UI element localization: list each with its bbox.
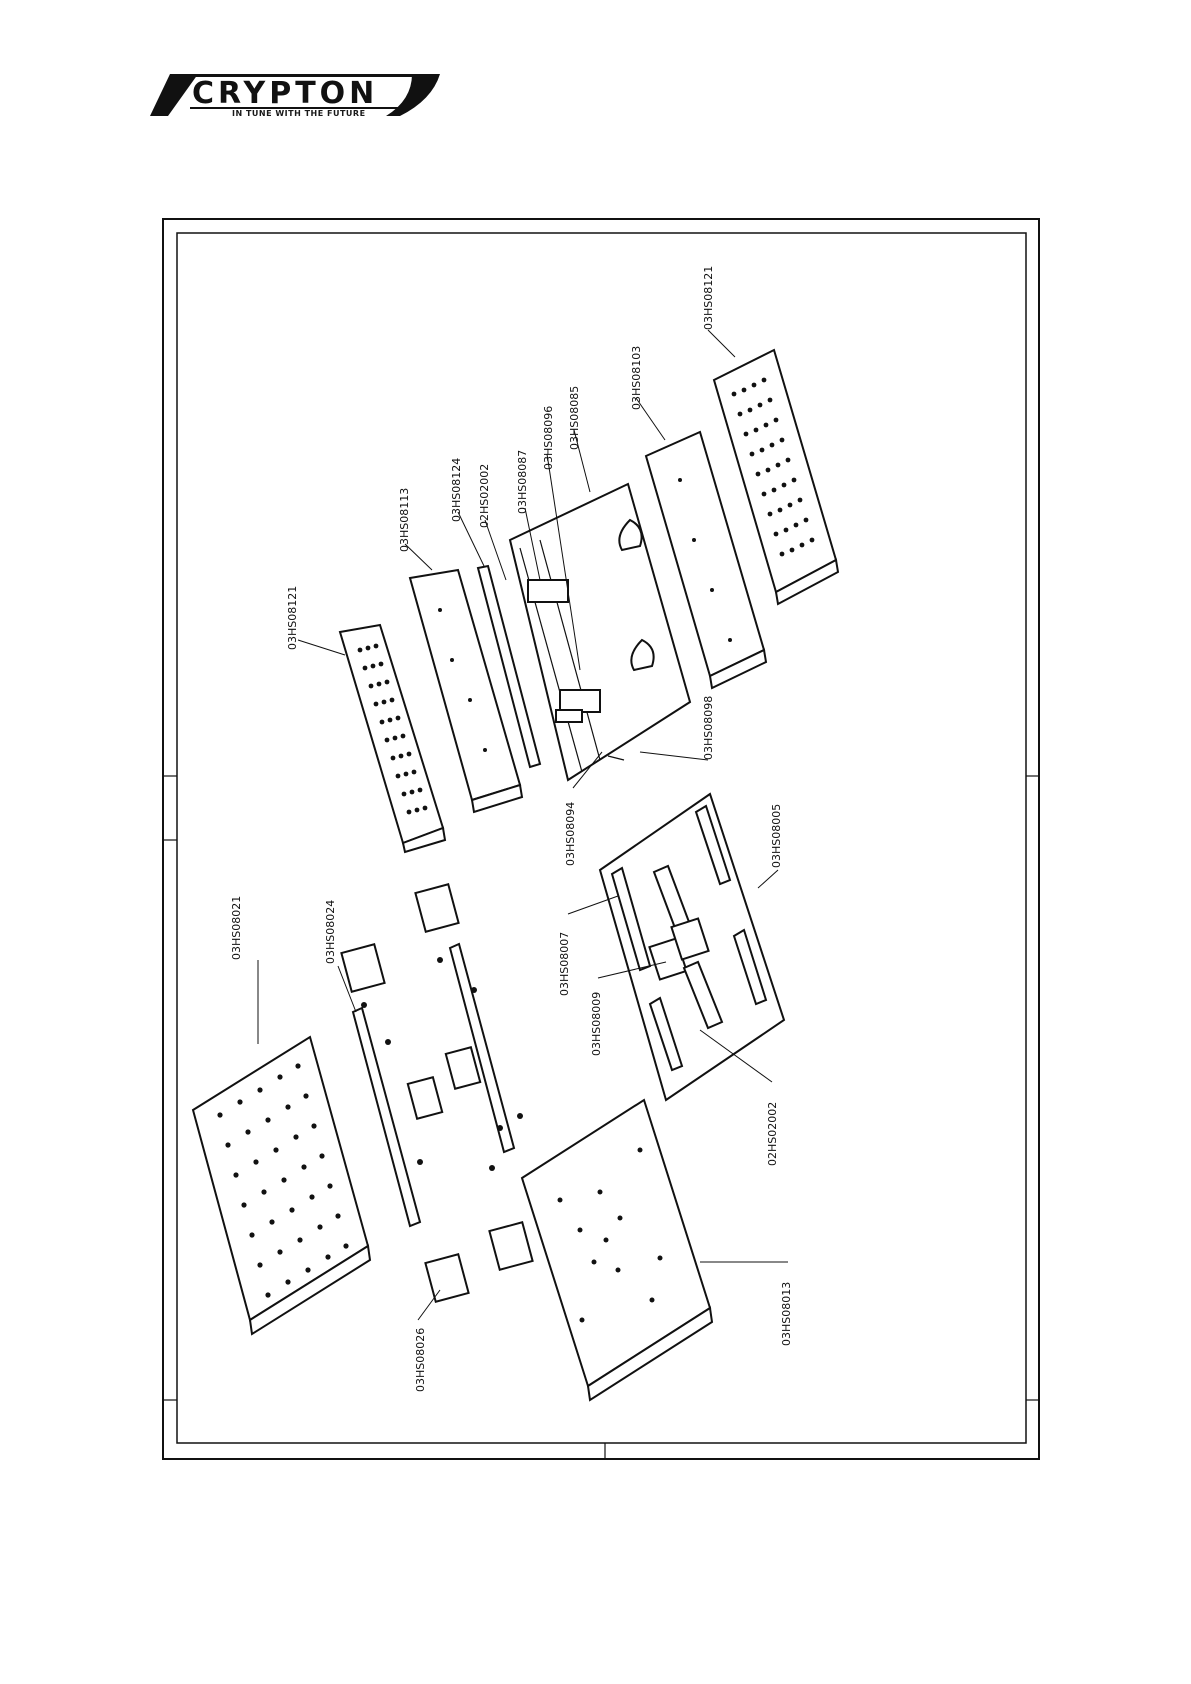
label-03HS08009: 03HS08009 [590, 992, 603, 1056]
label-03HS08096: 03HS08096 [542, 406, 555, 470]
label-03HS08121-right: 03HS08121 [702, 266, 715, 330]
label-03HS08094: 03HS08094 [564, 802, 577, 866]
label-03HS08024: 03HS08024 [324, 900, 337, 964]
label-03HS08007: 03HS08007 [558, 932, 571, 996]
spacer-blocks [341, 884, 532, 1301]
label-03HS08103: 03HS08103 [630, 346, 643, 410]
perforated-cover-large [193, 1037, 370, 1334]
label-03HS08013: 03HS08013 [780, 1282, 793, 1346]
label-03HS08026: 03HS08026 [414, 1328, 427, 1392]
label-03HS08021: 03HS08021 [230, 896, 243, 960]
label-03HS08087: 03HS08087 [516, 450, 529, 514]
label-02HS02002-bottom: 02HS02002 [766, 1102, 779, 1166]
label-03HS08124: 03HS08124 [450, 458, 463, 522]
label-03HS08005: 03HS08005 [770, 804, 783, 868]
screws [361, 957, 523, 1171]
label-02HS02002-top: 02HS02002 [478, 464, 491, 528]
perforated-cover-top [340, 625, 445, 852]
bottom-plate-08013 [522, 1100, 712, 1400]
label-03HS08113: 03HS08113 [398, 488, 411, 552]
label-03HS08121-top: 03HS08121 [286, 586, 299, 650]
frame-08085 [510, 484, 690, 780]
base-plate-08005 [600, 794, 784, 1100]
label-03HS08098: 03HS08098 [702, 696, 715, 760]
label-03HS08085: 03HS08085 [568, 386, 581, 450]
